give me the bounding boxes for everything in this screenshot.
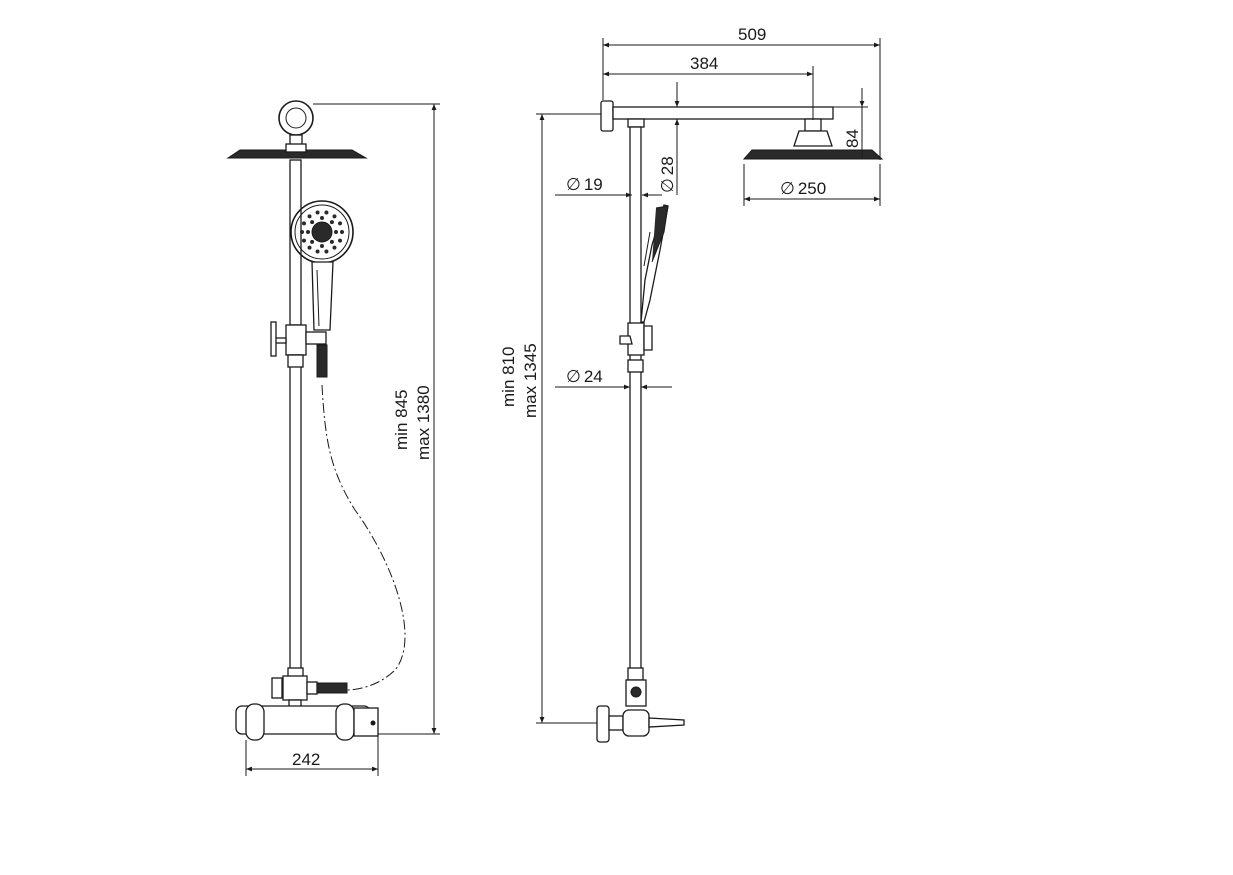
top-wall-bracket [600,100,614,132]
overall-width-label: 509 [738,25,766,44]
nozzle-dot [320,216,324,220]
nozzle-dot [329,220,334,225]
slider-holder [285,324,307,356]
nozzle-dot [310,220,315,225]
shower-arm [612,106,834,120]
nozzle-dot [338,238,343,243]
nozzle-dot [324,210,329,215]
nozzle-dot [315,249,320,254]
rain-shower-head-side [742,149,884,160]
head-diameter-label: ∅250 [780,179,826,198]
rain-shower-head [226,149,368,159]
nozzle-dot [329,239,334,244]
side-height-min-label: min 810 [499,347,518,407]
mixer-lever [648,717,685,728]
riser-side-lower [629,351,642,678]
hose-connector-bottom [316,682,348,694]
arm-diameter-label: ∅28 [658,156,677,193]
nozzle-dot [306,230,310,234]
nozzle-dot [301,221,306,226]
nozzle-dot [315,210,320,215]
mixer-side-body [622,709,650,737]
riser-lower [289,354,302,674]
nozzle-dot [338,221,343,226]
arm-length-label: 384 [690,54,718,73]
side-view: 509 384 84 ∅28 ∅19 ∅250 ∅24 min 810 max … [499,25,884,743]
front-width-label: 242 [292,750,320,769]
nozzle-dot [334,230,338,234]
front-height-max-label: max 1380 [414,385,433,460]
nozzle-dot [300,230,304,234]
nozzle-dot [340,230,344,234]
hanging-ring [278,100,314,136]
front-view: min 845 max 1380 242 [226,100,440,776]
riser-upper [289,159,302,326]
nozzle-dot [301,238,306,243]
side-height-max-label: max 1345 [521,343,540,418]
head-height-label: 84 [843,129,862,148]
front-height-min-label: min 845 [392,390,411,450]
riser-side-upper [629,126,642,328]
nozzle-dot [310,239,315,244]
hose-connector-top [316,344,328,378]
nozzle-dot [324,249,329,254]
diverter [282,675,308,701]
nozzle-dot [307,214,312,219]
nozzle-dot [332,245,337,250]
shower-hose [321,384,406,691]
hand-shower-handle [311,261,334,331]
rod-diameter-label: ∅19 [566,175,603,194]
nozzle-dot [320,244,324,248]
riser-diameter-label: ∅24 [566,367,603,386]
mixer-side-handle [596,705,610,743]
nozzle-dot [307,245,312,250]
nozzle-dot [332,214,337,219]
